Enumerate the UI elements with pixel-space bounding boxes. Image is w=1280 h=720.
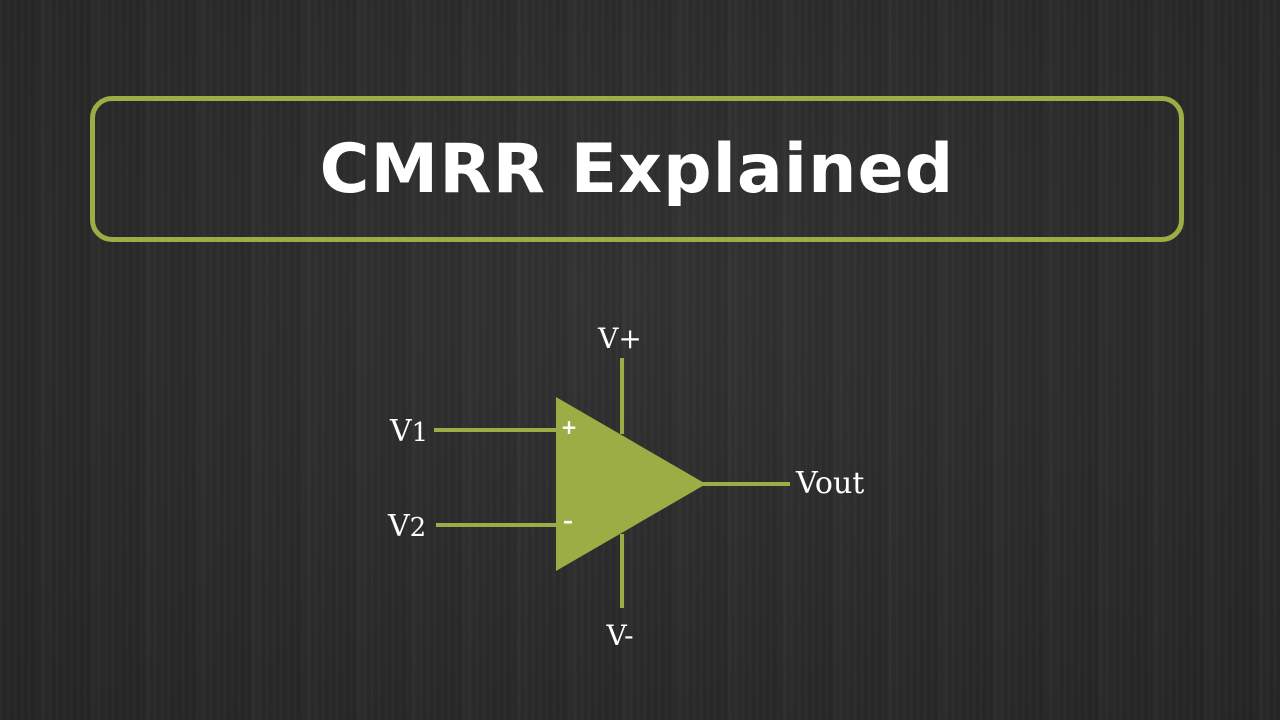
label-v2-main: V [387,509,411,544]
label-v2-sub: 2 [410,513,427,543]
label-v2: V2 [387,509,426,544]
label-v1: V1 [389,414,428,449]
label-vout: Vout [795,466,864,501]
label-v1-main: V [389,414,413,449]
op-amp-triangle [556,397,706,571]
inverting-sign: – [563,509,573,533]
label-v1-sub: 1 [412,418,429,448]
title-frame: CMRR Explained [90,96,1184,242]
noninverting-sign: + [561,415,578,439]
label-v-plus: V+ [597,322,642,355]
page-title: CMRR Explained [319,129,955,209]
label-v-minus: V- [605,619,633,652]
